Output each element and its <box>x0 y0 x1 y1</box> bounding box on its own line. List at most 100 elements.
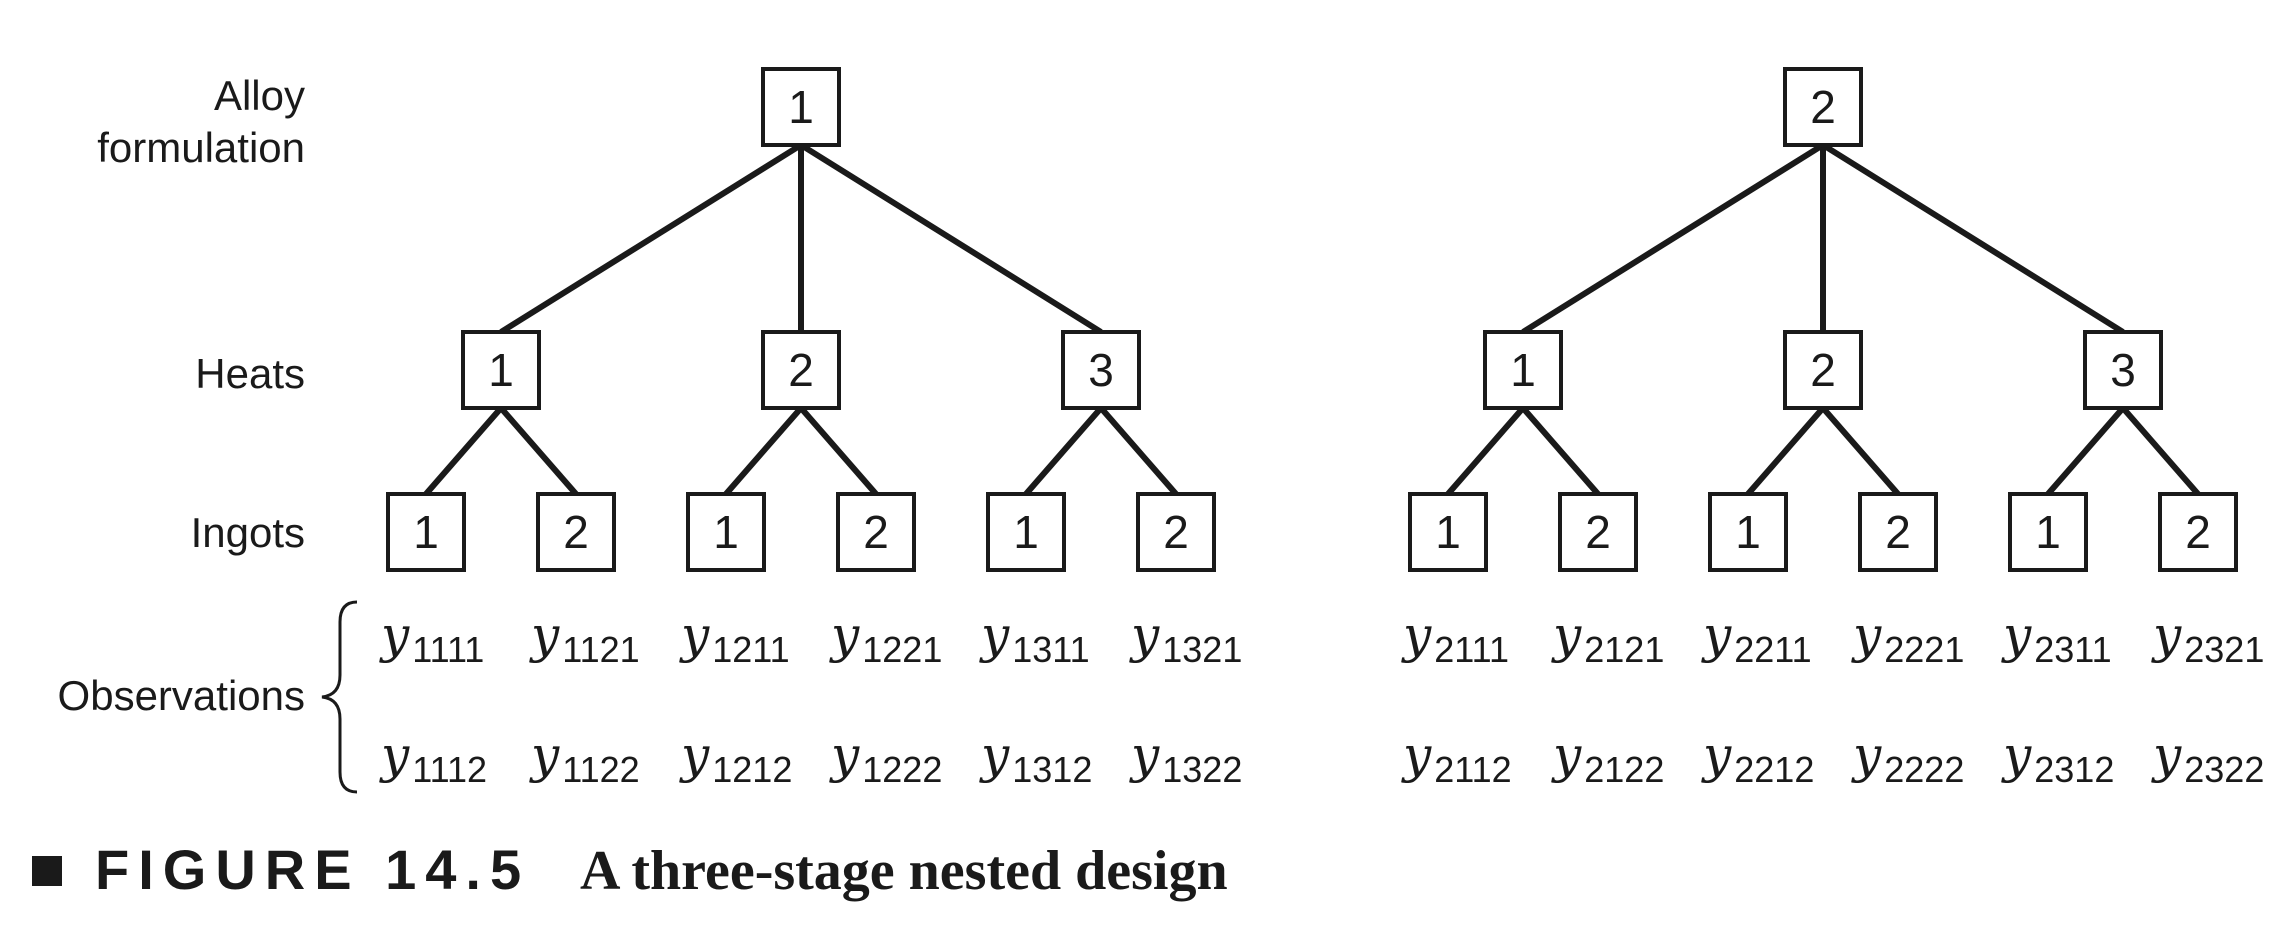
heat-node-2-3-box <box>2083 330 2163 410</box>
heat-node-1-1-box <box>461 330 541 410</box>
ingot-node-2-3-1-label: 1 <box>2035 506 2061 558</box>
observation-y1112: y1112 <box>379 726 487 790</box>
edge-heat12-ingot2 <box>798 406 879 496</box>
edge-heat13-ingot2 <box>1098 406 1179 496</box>
observation-y1212-subscript: 1212 <box>712 749 792 790</box>
figure-title: A three-stage nested design <box>580 840 1228 902</box>
observation-y2322-symbol: y <box>2151 726 2182 784</box>
alloy-node-2: 2 <box>1783 67 1863 147</box>
heat-node-2-1: 1 <box>1483 330 1563 410</box>
ingot-node-2-2-1-box <box>1708 492 1788 572</box>
ingot-node-1-3-1-box <box>986 492 1066 572</box>
observation-y1321-symbol: y <box>1129 606 1160 664</box>
observation-y2211-subscript: 2211 <box>1734 629 1811 670</box>
observation-y2121: y2121 <box>1551 606 1664 670</box>
observation-y1121-subscript: 1121 <box>562 629 639 670</box>
edge-heat22-ingot1 <box>1745 406 1826 496</box>
alloy-node-1-label: 1 <box>788 81 814 133</box>
observation-y1322-symbol: y <box>1129 726 1160 784</box>
heat-node-1-3-box <box>1061 330 1141 410</box>
observation-y1321-subscript: 1321 <box>1162 629 1242 670</box>
observation-y2321-subscript: 2321 <box>2184 629 2264 670</box>
observation-y2211-symbol: y <box>1701 606 1732 664</box>
ingot-node-1-1-1: 1 <box>386 492 466 572</box>
observation-y2121-symbol: y <box>1551 606 1582 664</box>
observation-y1211: y1211 <box>679 606 790 670</box>
observation-y2322-subscript: 2322 <box>2184 749 2264 790</box>
observation-y2211: y2211 <box>1701 606 1812 670</box>
heat-node-2-2-label: 2 <box>1810 344 1836 396</box>
ingot-node-1-3-1: 1 <box>986 492 1066 572</box>
heat-node-1-3: 3 <box>1061 330 1141 410</box>
observations-brace <box>321 600 358 794</box>
observation-y2221-symbol: y <box>1851 606 1882 664</box>
observation-y1121-symbol: y <box>529 606 560 664</box>
observation-y1111-symbol: y <box>379 606 410 664</box>
observation-y2312-symbol: y <box>2001 726 2032 784</box>
tree-edges <box>423 142 2201 496</box>
observation-y2111-subscript: 2111 <box>1434 629 1509 670</box>
heat-node-2-3-label: 3 <box>2110 344 2136 396</box>
heat-node-1-1-label: 1 <box>488 344 514 396</box>
observation-y2212-symbol: y <box>1701 726 1732 784</box>
observations-grid: y1111y1112y1121y1122y1211y1212y1221y1222… <box>379 606 2264 790</box>
ingot-node-1-2-2: 2 <box>836 492 916 572</box>
heat-node-1-3-label: 3 <box>1088 344 1114 396</box>
observation-y1221-subscript: 1221 <box>862 629 942 670</box>
observation-y1222: y1222 <box>829 726 942 790</box>
edge-alloy1-heat1 <box>499 142 803 335</box>
observation-y2212-subscript: 2212 <box>1734 749 1814 790</box>
ingot-node-2-3-1-box <box>2008 492 2088 572</box>
ingot-node-2-1-2-box <box>1558 492 1638 572</box>
edge-heat12-ingot1 <box>723 406 804 496</box>
observation-y2111: y2111 <box>1401 606 1509 670</box>
ingot-node-1-3-2-label: 2 <box>1163 506 1189 558</box>
alloy-label-line1: Alloy <box>214 72 305 119</box>
edge-alloy2-heat1 <box>1521 142 1825 335</box>
ingot-node-2-1-1: 1 <box>1408 492 1488 572</box>
heat-node-2-1-box <box>1483 330 1563 410</box>
ingot-node-2-2-1: 1 <box>1708 492 1788 572</box>
observation-y2122-symbol: y <box>1551 726 1582 784</box>
ingot-node-1-3-2-box <box>1136 492 1216 572</box>
observation-y1312: y1312 <box>979 726 1092 790</box>
edge-heat11-ingot2 <box>498 406 579 496</box>
heat-node-2-2: 2 <box>1783 330 1863 410</box>
edge-heat11-ingot1 <box>423 406 504 496</box>
heat-node-2-2-box <box>1783 330 1863 410</box>
heat-node-1-2-label: 2 <box>788 344 814 396</box>
ingot-node-2-3-2-box <box>2158 492 2238 572</box>
edge-heat23-ingot2 <box>2120 406 2201 496</box>
observation-y1112-subscript: 1112 <box>412 749 487 790</box>
heat-node-2-1-label: 1 <box>1510 344 1536 396</box>
observation-y1221-symbol: y <box>829 606 860 664</box>
ingot-node-2-3-2: 2 <box>2158 492 2238 572</box>
edge-alloy2-heat3 <box>1821 142 2125 335</box>
observation-y2212: y2212 <box>1701 726 1814 790</box>
ingot-node-1-2-1: 1 <box>686 492 766 572</box>
observation-y2112-symbol: y <box>1401 726 1432 784</box>
observation-y2122: y2122 <box>1551 726 1664 790</box>
alloy-node-2-label: 2 <box>1810 81 1836 133</box>
observation-y1312-subscript: 1312 <box>1012 749 1092 790</box>
ingots-label: Ingots <box>191 509 305 556</box>
observation-y1122-subscript: 1122 <box>562 749 639 790</box>
edge-heat21-ingot2 <box>1520 406 1601 496</box>
observation-y2312-subscript: 2312 <box>2034 749 2114 790</box>
observation-y2311-subscript: 2311 <box>2034 629 2111 670</box>
ingot-node-1-3-2: 2 <box>1136 492 1216 572</box>
observation-y1312-symbol: y <box>979 726 1010 784</box>
heat-node-1-2-box <box>761 330 841 410</box>
ingot-node-1-2-2-box <box>836 492 916 572</box>
observation-y1112-symbol: y <box>379 726 410 784</box>
observation-y1311-subscript: 1311 <box>1012 629 1089 670</box>
observation-y1211-symbol: y <box>679 606 710 664</box>
heats-label: Heats <box>195 350 305 397</box>
edge-heat21-ingot1 <box>1445 406 1526 496</box>
edge-alloy1-heat3 <box>799 142 1103 335</box>
observation-y1111-subscript: 1111 <box>412 629 484 670</box>
ingot-node-1-1-2-label: 2 <box>563 506 589 558</box>
observation-y1122: y1122 <box>529 726 640 790</box>
ingot-node-1-1-1-box <box>386 492 466 572</box>
